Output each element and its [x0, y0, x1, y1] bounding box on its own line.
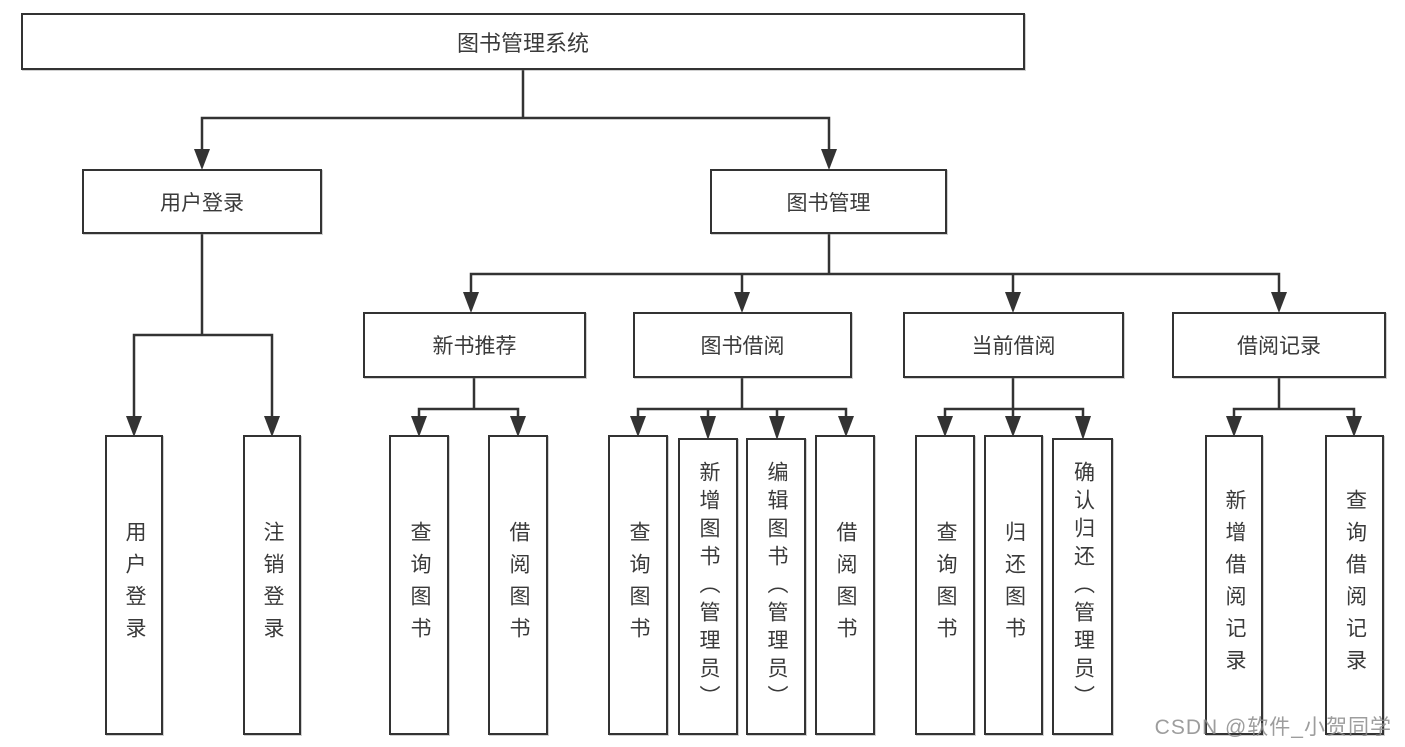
leaf-logout: 注销登录 [243, 435, 301, 735]
leaf-logout-label: 注销登录 [261, 521, 284, 649]
node-book-borrow: 图书借阅 [633, 312, 852, 378]
node-borrow-records-label: 借阅记录 [1237, 335, 1321, 358]
leaf-edit-books: 编辑图书（管理员） [746, 438, 806, 735]
node-new-book-recommend-label: 新书推荐 [432, 335, 517, 358]
leaf-query-books-1-label: 查询图书 [408, 521, 431, 649]
leaf-add-borrow-record-label: 新增借阅记录 [1223, 489, 1246, 681]
leaf-query-borrow-record: 查询借阅记录 [1325, 435, 1384, 735]
node-root: 图书管理系统 [21, 13, 1025, 70]
connector-userlogin-to-leaves [132, 234, 274, 419]
node-current-borrow-label: 当前借阅 [971, 335, 1056, 358]
leaf-return-books: 归还图书 [984, 435, 1043, 735]
leaf-query-books-3-label: 查询图书 [934, 521, 957, 649]
leaf-user-login-label: 用户登录 [123, 521, 146, 649]
leaf-add-books: 新增图书（管理员） [678, 438, 738, 735]
leaf-user-login: 用户登录 [105, 435, 163, 735]
node-new-book-recommend: 新书推荐 [363, 312, 586, 378]
connector-root-to-level2 [200, 70, 831, 152]
leaf-confirm-return: 确认归还（管理员） [1052, 438, 1113, 735]
node-book-borrow-label: 图书借阅 [700, 335, 785, 358]
leaf-borrow-books-1-label: 借阅图书 [507, 521, 530, 649]
leaf-borrow-books-2: 借阅图书 [815, 435, 875, 735]
connector-currentborrow-to-leaves [943, 378, 1085, 419]
connector-bookborrow-to-leaves [636, 378, 848, 419]
leaf-query-books-2: 查询图书 [608, 435, 668, 735]
leaf-add-borrow-record: 新增借阅记录 [1205, 435, 1263, 735]
watermark-text: CSDN @软件_小贺同学 [1154, 716, 1392, 739]
connector-newbook-to-leaves [417, 378, 520, 419]
node-current-borrow: 当前借阅 [903, 312, 1124, 378]
leaf-borrow-books-1: 借阅图书 [488, 435, 548, 735]
node-user-login-label: 用户登录 [160, 191, 244, 215]
node-borrow-records: 借阅记录 [1172, 312, 1386, 378]
leaf-query-books-2-label: 查询图书 [627, 521, 650, 649]
leaf-add-books-label: 新增图书（管理员） [697, 460, 720, 713]
leaf-confirm-return-label: 确认归还（管理员） [1071, 460, 1095, 713]
leaf-borrow-books-2-label: 借阅图书 [834, 521, 857, 649]
leaf-return-books-label: 归还图书 [1002, 521, 1026, 649]
connector-bookmgmt-to-level3 [469, 234, 1281, 295]
leaf-edit-books-label: 编辑图书（管理员） [765, 460, 788, 713]
leaf-query-borrow-record-label: 查询借阅记录 [1343, 489, 1367, 681]
node-book-management-label: 图书管理 [786, 191, 871, 215]
node-book-management: 图书管理 [710, 169, 947, 234]
leaf-query-books-3: 查询图书 [915, 435, 975, 735]
node-user-login: 用户登录 [82, 169, 322, 234]
node-root-label: 图书管理系统 [456, 30, 589, 56]
leaf-query-books-1: 查询图书 [389, 435, 449, 735]
connector-borrowrecords-to-leaves [1232, 378, 1356, 419]
arrowheads [126, 149, 1362, 440]
